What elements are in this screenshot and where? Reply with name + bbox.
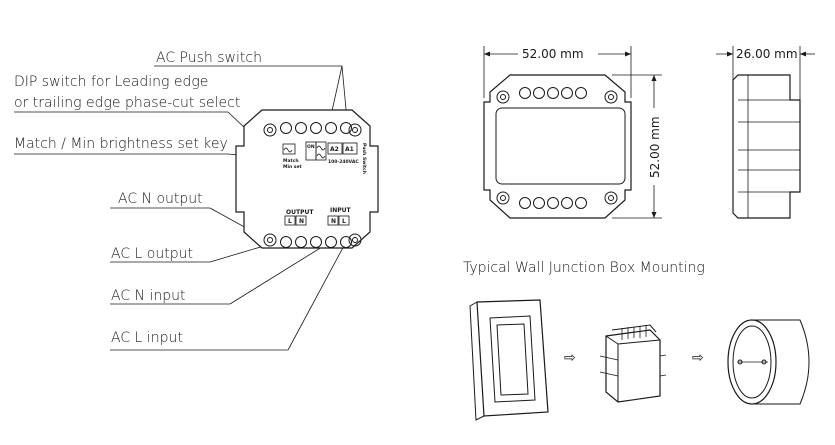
junction-box-illustration: [727, 319, 810, 405]
leading-edge-wave-icon: [282, 143, 296, 155]
label-ac-n-output: AC N output: [118, 191, 203, 207]
output-label: OUTPUT: [286, 209, 314, 216]
top-terminals: [280, 122, 352, 134]
out-n-label: N: [299, 218, 304, 225]
dip-switch-icon: [315, 141, 327, 161]
mounting-title: Typical Wall Junction Box Mounting: [463, 260, 705, 276]
input-label: INPUT: [330, 207, 352, 214]
label-match-key: Match / Min brightness set key: [14, 136, 228, 152]
a1-label: A1: [345, 146, 354, 153]
a2-box: [327, 142, 343, 155]
label-ac-push-switch: AC Push switch: [156, 50, 262, 66]
label-ac-l-output: AC L output: [111, 246, 193, 262]
height-dimension: 52.00 mm: [648, 116, 662, 178]
in-l-label: L: [342, 218, 346, 225]
arrow-2: ⇨: [692, 350, 704, 366]
depth-dimension: 26.00 mm: [736, 47, 798, 61]
label-ac-n-input: AC N input: [111, 288, 186, 304]
push-switch-label: Push Switch: [361, 143, 367, 174]
bottom-terminals: [280, 236, 352, 248]
dimmer-module-illustration: [599, 324, 667, 403]
wall-switch-illustration: [469, 299, 549, 421]
arrow-1: ⇨: [564, 350, 576, 366]
leader-lines: [14, 65, 348, 351]
on-text: ON: [307, 144, 315, 150]
voltage-label: 100-240VAC: [328, 159, 359, 165]
label-dip-switch-line2: or trailing edge phase-cut select: [14, 95, 240, 111]
a1-box: [342, 142, 358, 155]
a2-label: A2: [330, 146, 339, 153]
device-front: ON A2 A1 100-240VAC Match Min set Push S…: [235, 109, 379, 249]
dimension-front-view: 52.00 mm 52.00 mm: [483, 46, 662, 219]
out-l-label: L: [288, 218, 292, 225]
in-n-label: N: [331, 218, 336, 225]
width-dimension: 52.00 mm: [522, 47, 584, 61]
label-dip-switch-line1: DIP switch for Leading edge: [14, 74, 208, 90]
dimension-side-view: 26.00 mm: [716, 46, 815, 219]
match-label: Match: [283, 158, 299, 164]
min-set-label: Min set: [283, 164, 303, 170]
label-ac-l-input: AC L input: [111, 330, 183, 346]
